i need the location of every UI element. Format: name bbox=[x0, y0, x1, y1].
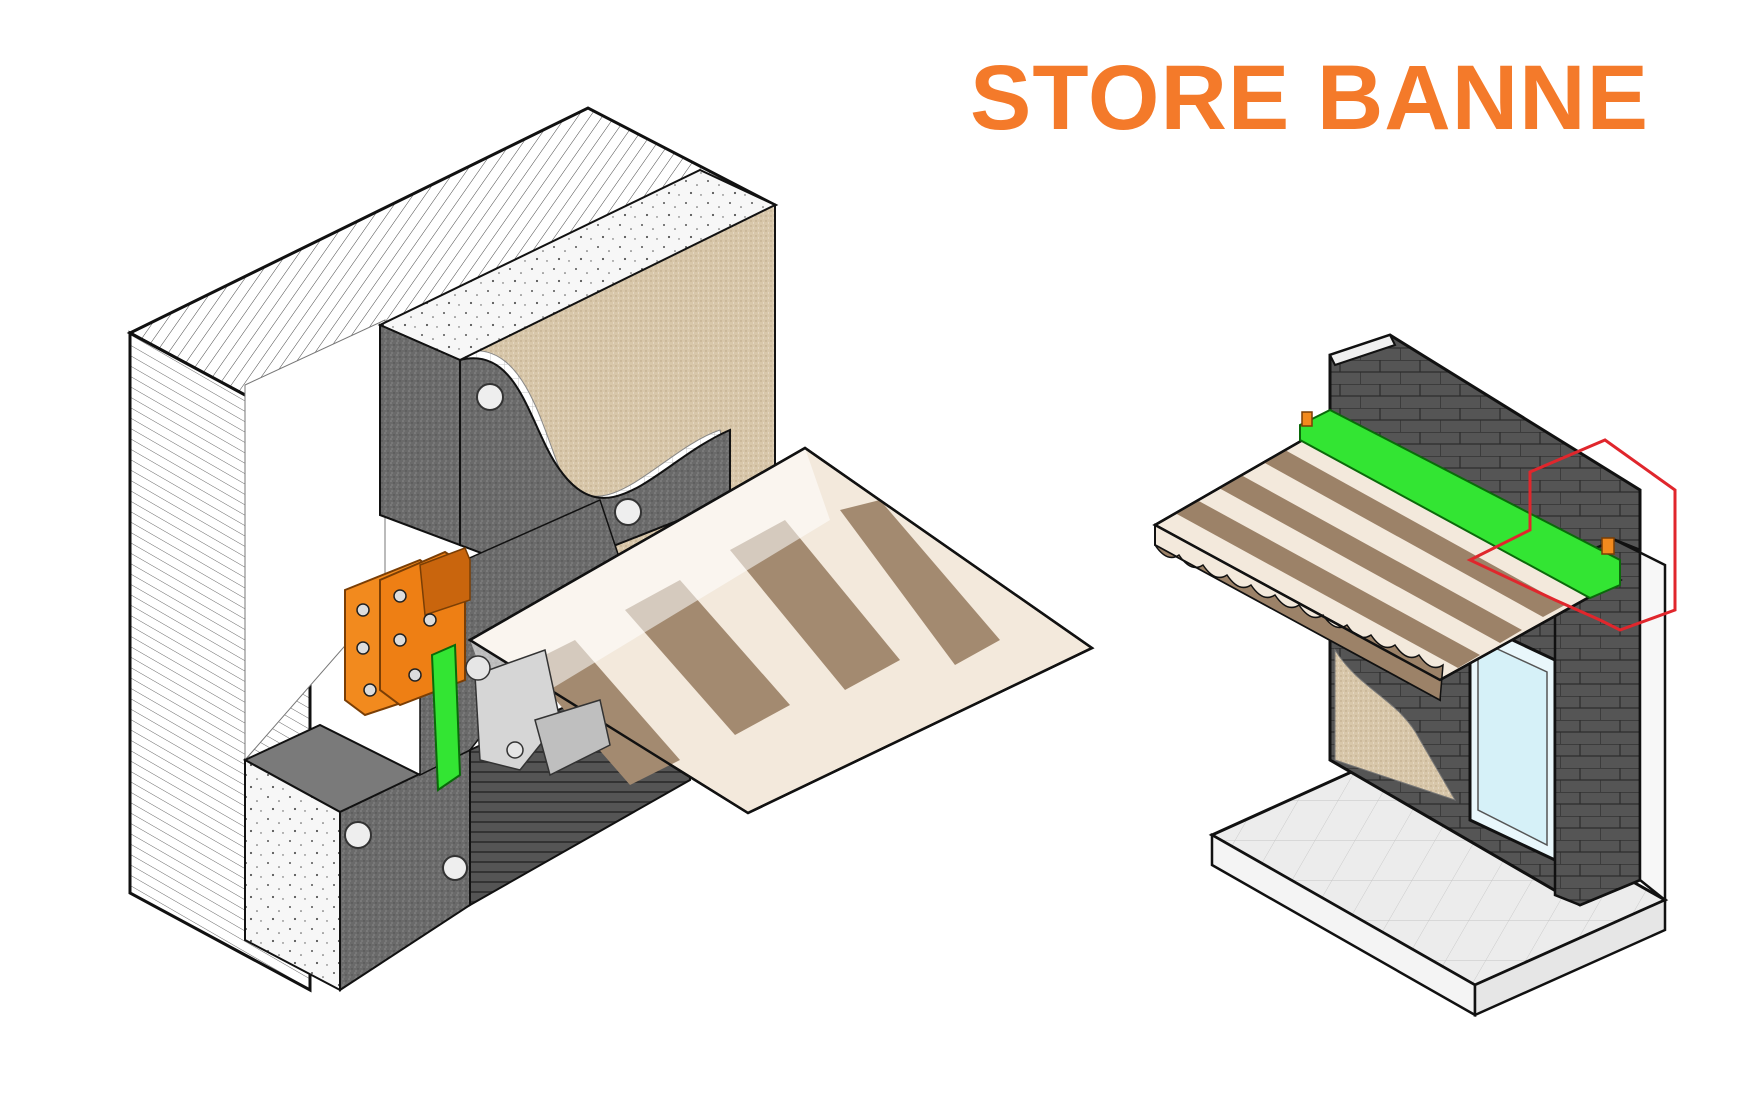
detail-callout bbox=[1466, 438, 1677, 632]
mounting-bracket bbox=[344, 547, 471, 717]
anchor-dowel-icon bbox=[442, 855, 468, 881]
mounting-rail bbox=[430, 643, 462, 792]
render-patch bbox=[1334, 648, 1457, 801]
side-wall-edge bbox=[1614, 538, 1667, 903]
awning bbox=[1152, 428, 1623, 702]
mounting-bracket bbox=[1601, 537, 1615, 555]
mounting-rail bbox=[1299, 408, 1621, 600]
balcony-overview bbox=[1152, 333, 1677, 1018]
page-title: STORE BANNE bbox=[970, 47, 1649, 149]
window-pane bbox=[1477, 638, 1548, 847]
awning-arm bbox=[465, 649, 611, 777]
wall-section-detail bbox=[126, 106, 1095, 993]
mounting-bracket bbox=[1301, 411, 1313, 427]
anchor-dowel-icon bbox=[476, 383, 504, 411]
anchor-dowel-icon bbox=[344, 821, 372, 849]
back-wall-top bbox=[1328, 333, 1397, 367]
insulation-upper-block bbox=[379, 323, 461, 547]
insulation-upper-front bbox=[459, 357, 731, 577]
floor-slab-side bbox=[1473, 898, 1667, 1017]
anchor-dowel-icon bbox=[614, 498, 642, 526]
